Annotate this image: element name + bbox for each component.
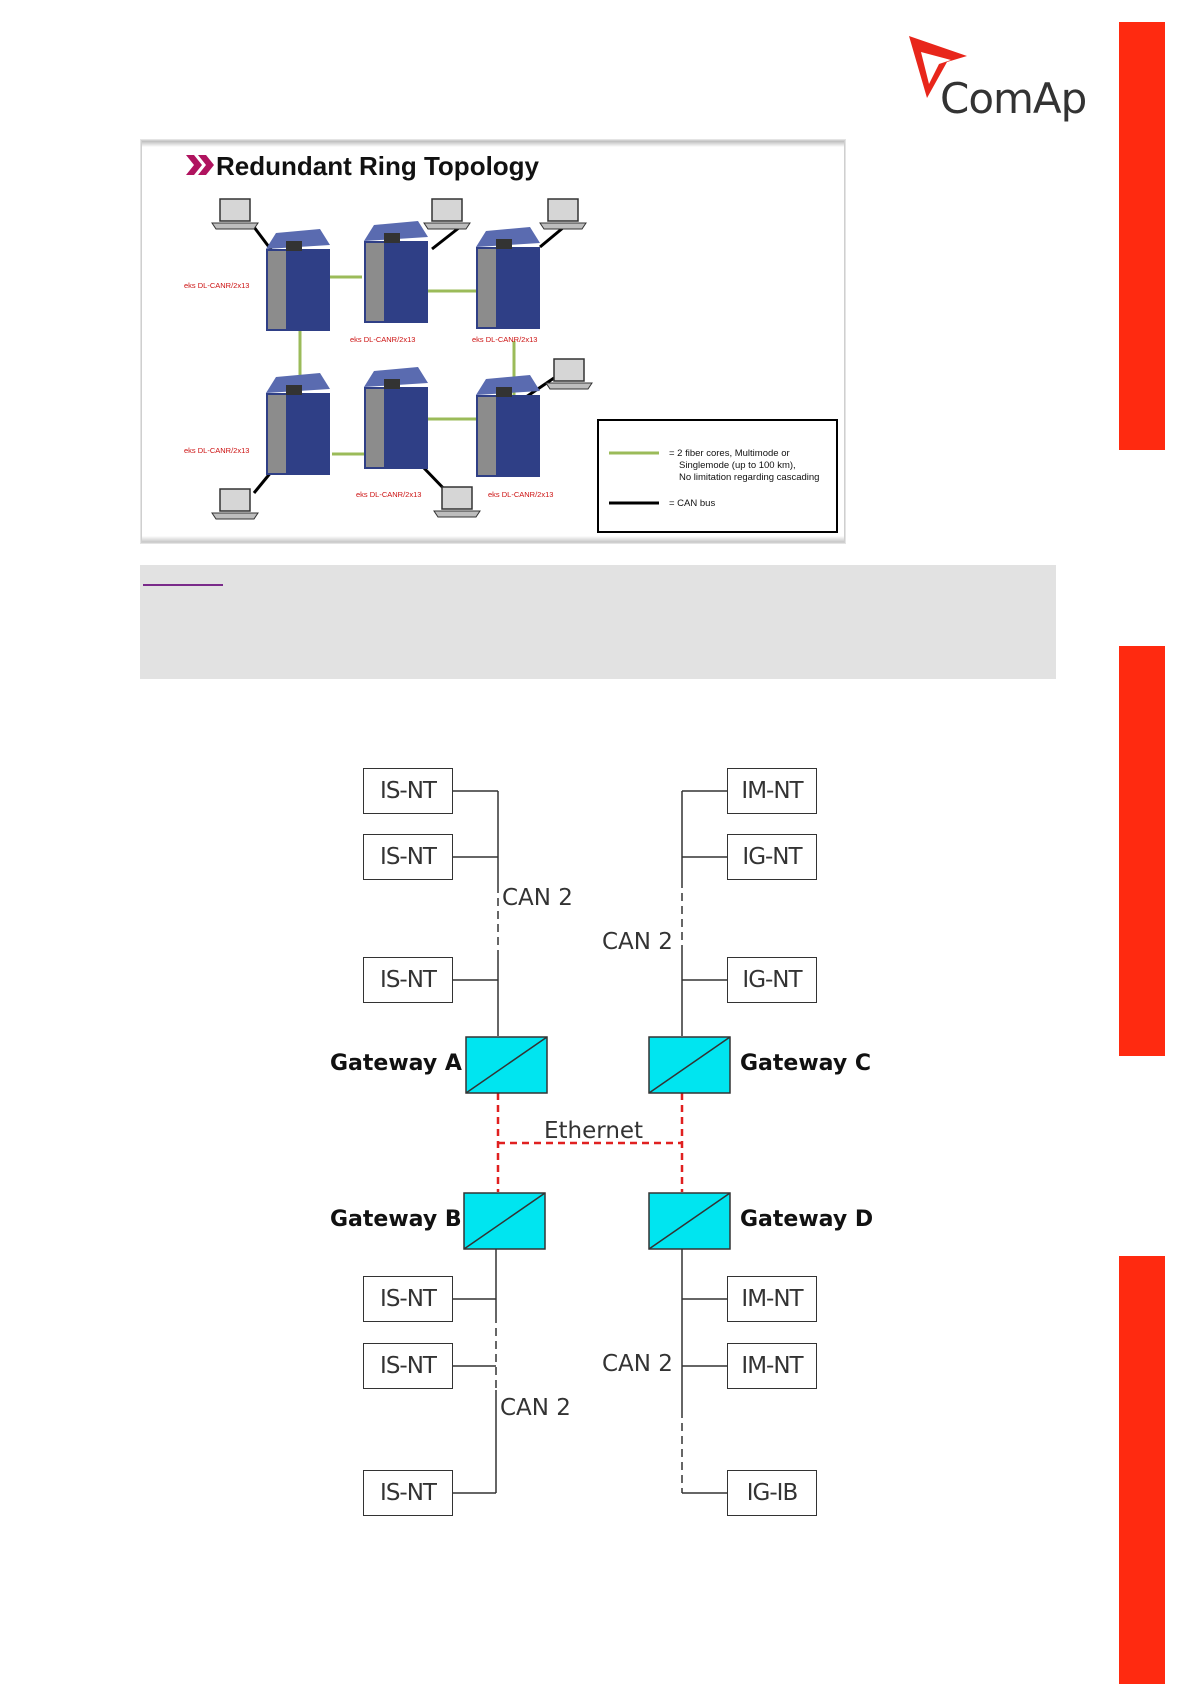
- ring-device-5: [364, 367, 428, 469]
- device-label: eks DL-CANR/2x13: [184, 281, 250, 290]
- can-label-d: CAN 2: [602, 1351, 673, 1377]
- node-box: IM-NT: [727, 1276, 817, 1322]
- device-label: eks DL-CANR/2x13: [488, 490, 554, 499]
- comap-logo-mark-icon: [909, 36, 967, 98]
- laptop-icon: [211, 488, 259, 520]
- node-box: IM-NT: [727, 1343, 817, 1389]
- device-label: eks DL-CANR/2x13: [472, 335, 538, 344]
- laptop-icon: [433, 486, 481, 518]
- legend: = 2 fiber cores, Multimode or Singlemode…: [597, 419, 838, 533]
- node-box: IS-NT: [363, 1276, 453, 1322]
- gateway-d-icon: [648, 1192, 731, 1250]
- node-box: IG-NT: [727, 834, 817, 880]
- node-box: IG-NT: [727, 957, 817, 1003]
- hyperlink-underline[interactable]: [143, 584, 223, 586]
- figure-title: Redundant Ring Topology: [216, 151, 540, 181]
- gray-band: [140, 565, 1056, 679]
- comap-logo: ComAp: [905, 32, 1087, 123]
- ring-device-1: [266, 229, 330, 331]
- gateway-d-label: Gateway D: [740, 1207, 874, 1232]
- ethernet-label: Ethernet: [544, 1118, 644, 1144]
- laptop-icon: [423, 198, 471, 230]
- double-chevron-icon: [186, 155, 214, 175]
- ring-device-2: [364, 221, 428, 323]
- ring-device-6: [476, 375, 540, 477]
- gateway-network-diagram: IS-NT IS-NT IS-NT IM-NT IG-NT IG-NT IS-N…: [320, 750, 880, 1530]
- gateway-c-icon: [648, 1036, 731, 1094]
- legend-fiber-line-3: No limitation regarding cascading: [679, 472, 820, 483]
- ring-topology-figure: Redundant Ring Topology: [141, 140, 845, 543]
- legend-fiber-line-2: Singlemode (up to 100 km),: [679, 460, 796, 471]
- device-label: eks DL-CANR/2x13: [350, 335, 416, 344]
- node-box: IM-NT: [727, 768, 817, 814]
- node-box: IS-NT: [363, 1343, 453, 1389]
- side-marker-middle: [1119, 646, 1165, 1056]
- node-box: IS-NT: [363, 834, 453, 880]
- figure-top-shade: [142, 141, 844, 147]
- laptop-icon: [539, 198, 587, 230]
- node-box: IS-NT: [363, 768, 453, 814]
- gateway-c-label: Gateway C: [740, 1051, 871, 1076]
- logo-text: ComAp: [940, 74, 1087, 123]
- gateway-b-icon: [463, 1192, 546, 1250]
- can-label-a: CAN 2: [502, 885, 573, 911]
- ring-topology-drawing: [211, 198, 593, 520]
- ring-device-3: [476, 227, 540, 329]
- can-label-b: CAN 2: [500, 1395, 571, 1421]
- device-label: eks DL-CANR/2x13: [356, 490, 422, 499]
- legend-can-bus: = CAN bus: [669, 498, 716, 509]
- device-label: eks DL-CANR/2x13: [184, 446, 250, 455]
- laptop-icon: [211, 198, 259, 230]
- node-box: IS-NT: [363, 957, 453, 1003]
- side-marker-bottom: [1119, 1256, 1165, 1684]
- node-box: IS-NT: [363, 1470, 453, 1516]
- ring-device-4: [266, 373, 330, 475]
- side-marker-top: [1119, 22, 1165, 450]
- gateway-a-icon: [465, 1036, 548, 1094]
- legend-fiber-line-1: = 2 fiber cores, Multimode or: [669, 448, 790, 459]
- gateway-a-label: Gateway A: [330, 1051, 462, 1076]
- network-lines: [453, 790, 731, 1494]
- ethernet-link: [496, 1093, 684, 1192]
- gateway-b-label: Gateway B: [330, 1207, 462, 1232]
- can-label-c: CAN 2: [602, 929, 673, 955]
- figure-bottom-shade: [142, 536, 844, 542]
- laptop-icon: [545, 358, 593, 390]
- node-box: IG-IB: [727, 1470, 817, 1516]
